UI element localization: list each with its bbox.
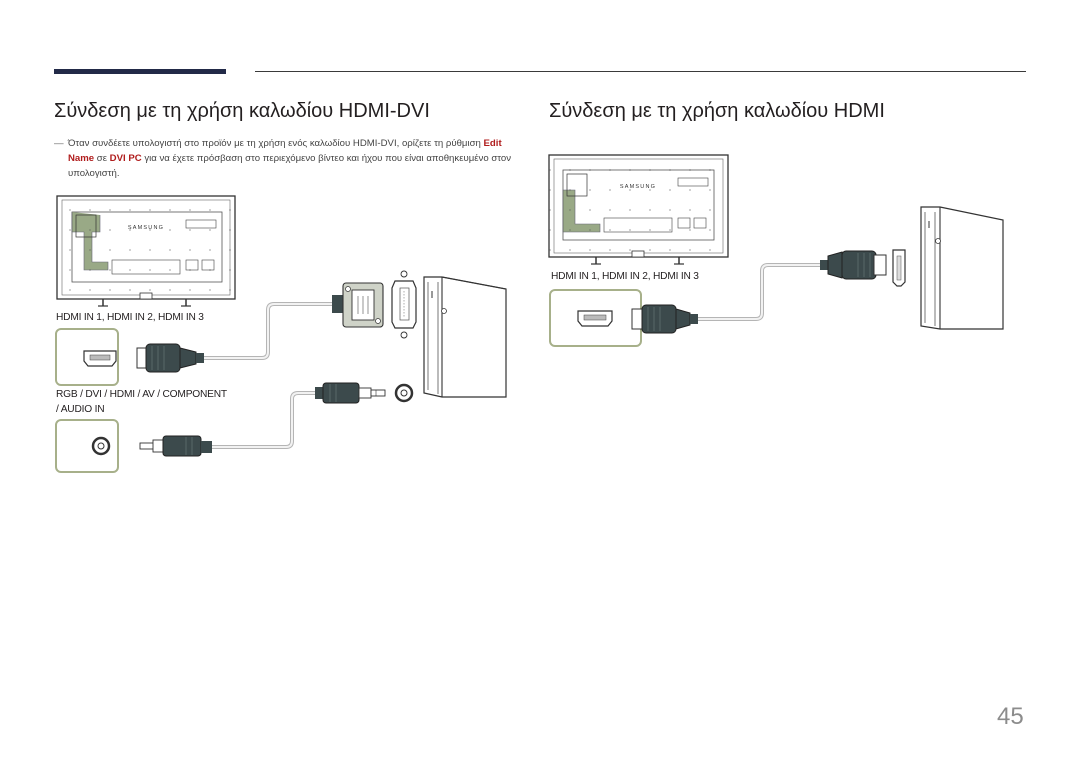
hdmi-cable-right <box>698 263 822 321</box>
dvi-plug <box>332 282 384 328</box>
note-dash: ― <box>54 138 64 149</box>
note-part-3: για να έχετε πρόσβαση στο περιεχόμενο βί… <box>68 153 512 179</box>
hdmi-plug-right-pc <box>820 250 887 280</box>
audio-plug-monitor-side <box>139 435 212 457</box>
audio-port-callout-left <box>55 419 119 473</box>
heading-hdmi-dvi: Σύνδεση με τη χρήση καλωδίου HDMI-DVI <box>54 100 430 122</box>
heading-hdmi: Σύνδεση με τη χρήση καλωδίου HDMI <box>549 100 885 122</box>
hdmi-port-label-left: HDMI IN 1, HDMI IN 2, HDMI IN 3 <box>56 312 204 323</box>
audio-cable <box>212 391 315 449</box>
audio-port-pc <box>394 383 414 403</box>
section-rule-dark <box>54 69 226 74</box>
note-menu-item: Edit Name <box>68 138 502 164</box>
note-part-2: σε <box>94 153 110 164</box>
note-part-1: Όταν συνδέετε υπολογιστή στο προϊόν με τ… <box>68 138 484 149</box>
note-paragraph: ― Όταν συνδέετε υπολογιστή στο προϊόν με… <box>54 136 514 181</box>
pc-tower-right <box>920 206 1004 330</box>
audio-port-label-line1: RGB / DVI / HDMI / AV / COMPONENT <box>56 389 227 400</box>
section-rule-thin <box>255 71 1026 72</box>
hdmi-plug-left <box>136 343 204 373</box>
hdmi-port-label-right: HDMI IN 1, HDMI IN 2, HDMI IN 3 <box>551 271 699 282</box>
note-text: Όταν συνδέετε υπολογιστή στο προϊόν με τ… <box>54 136 514 181</box>
pc-tower-left <box>423 276 507 398</box>
monitor-back-right: SAMSUNG <box>548 154 729 265</box>
audio-port-label-line2: / AUDIO IN <box>56 404 105 415</box>
audio-plug-pc-side <box>315 382 386 404</box>
hdmi-plug-right-monitor <box>631 304 698 334</box>
page-number: 45 <box>997 703 1024 730</box>
monitor-back-left: SAMSUNG <box>56 195 236 307</box>
dvi-port-pc <box>391 270 417 339</box>
note-menu-value: DVI PC <box>109 153 142 164</box>
